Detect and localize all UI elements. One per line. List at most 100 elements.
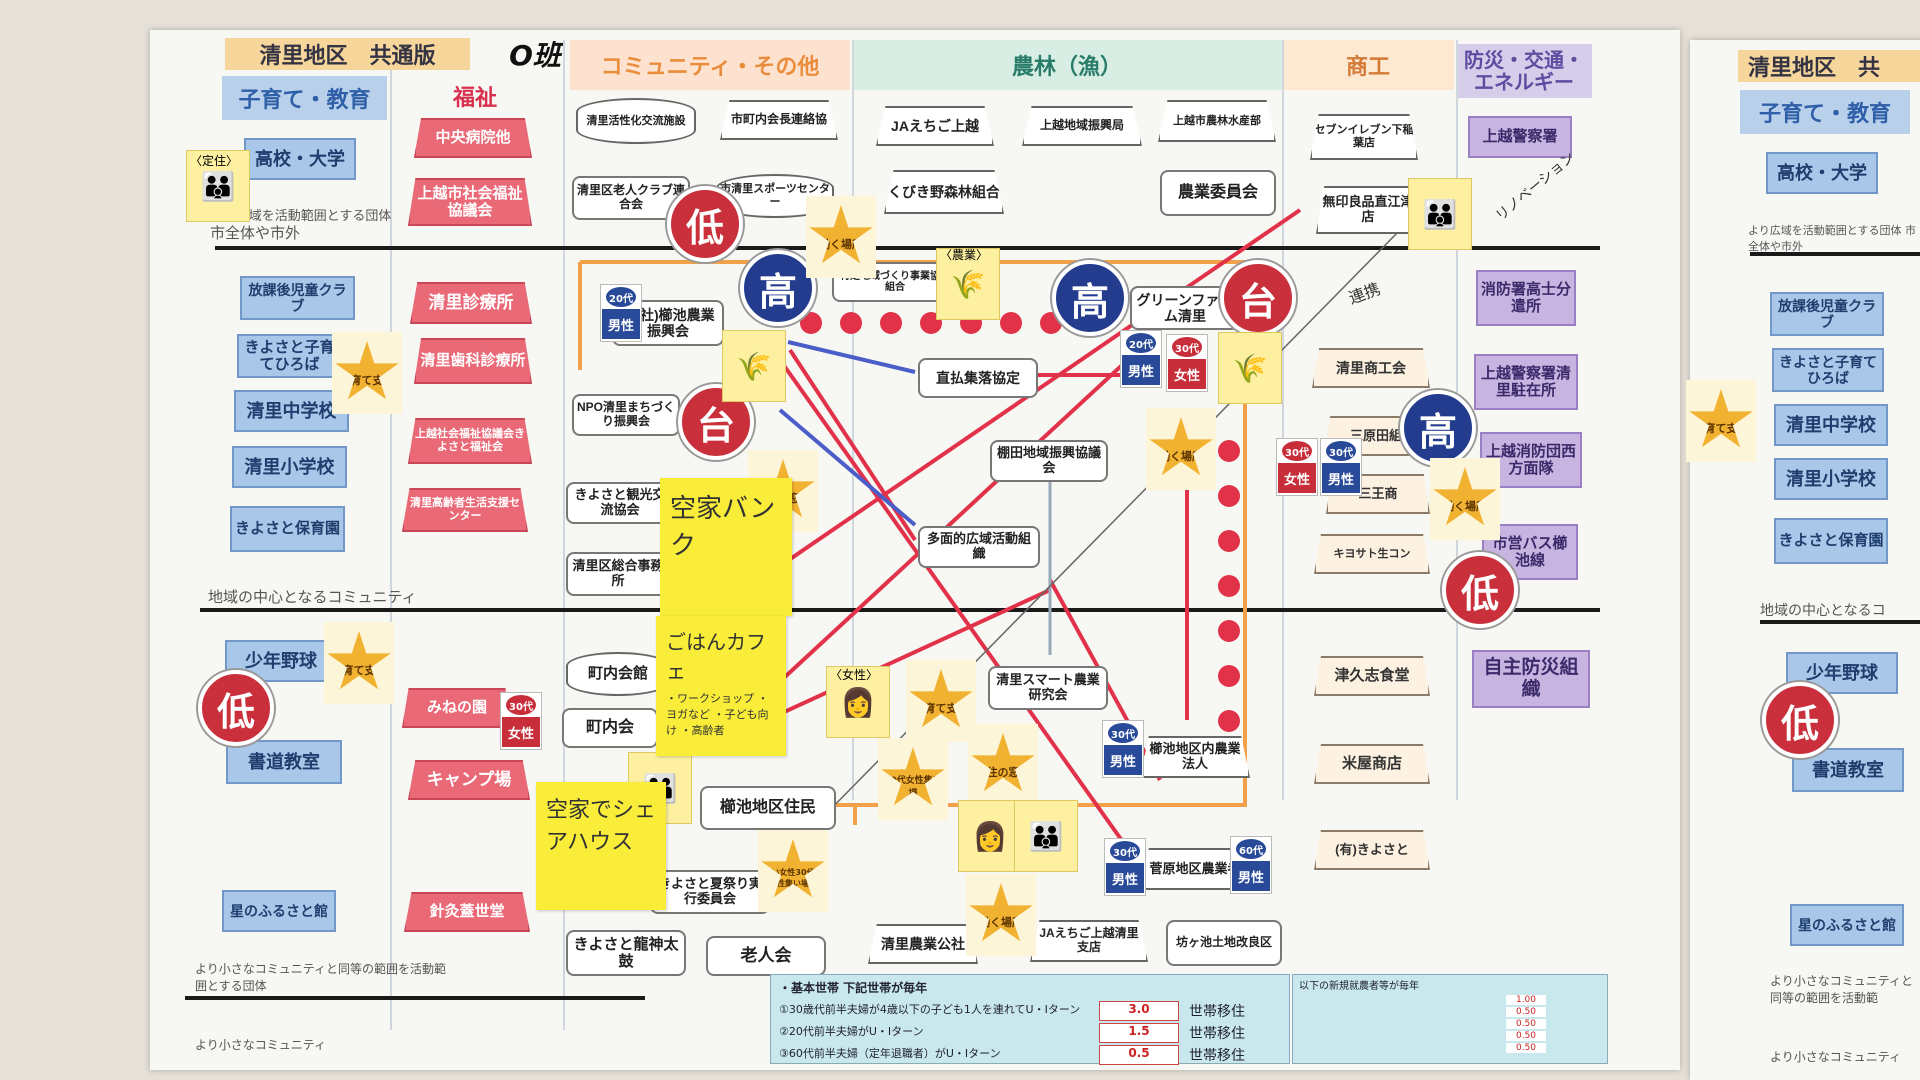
box-taiko: きよさと龍神太鼓 (566, 930, 686, 976)
box-tamenteki: 多面的広域活動組織 (918, 526, 1040, 568)
box-social-welfare: 上越市社会福祉協議会 (408, 178, 532, 226)
wheat-icon: 🌾 (1218, 332, 1282, 404)
star-icon: 定住の窓口 (971, 733, 1035, 792)
box-ja: JAえちご上越 (876, 106, 994, 146)
star-icon: 若い女性30代女性集い場 (761, 839, 825, 898)
tag-30s-female: 30代女性 (1276, 438, 1318, 496)
box-kiyosato-fukushi: 上越社会福祉協議会きよさと福祉会 (408, 418, 532, 464)
box-namacon: キヨサト生コン (1314, 534, 1430, 574)
box-sogo-jimusho: 清里区総合事務所 (566, 552, 670, 596)
card-teiju-label: 〈定住〉 (190, 154, 239, 168)
star-icon: 働く場所 (1433, 467, 1497, 526)
footer-left: ・基本世帯 下記世帯が毎年 ①30歳代前半夫婦が4歳以下の子ども1人を連れてU・… (770, 974, 1290, 1065)
label-smaller: より小さなコミュニティと同等の範囲を活動範 (1770, 974, 1914, 1005)
star-card: 働く場所 (1430, 458, 1500, 540)
people-icon: 👪 (186, 150, 250, 222)
box-norin-suisan: 上越市農林水産部 (1158, 100, 1276, 142)
box-kushiike-residents: 櫛池地区住民 (700, 786, 836, 830)
star-card: 働く場所 (1146, 408, 1216, 490)
tag-30s-male: 30代男性 (1320, 438, 1362, 496)
star-icon: 働く場所 (969, 883, 1033, 942)
box-high-school: 高校・大学 (244, 138, 356, 180)
note-gohan-cafe: ごはんカフェ ・ワークショップ ・ヨガなど ・子ども向け ・高齢者 (656, 616, 786, 756)
note-akiya-bank: 空家バンク (660, 478, 792, 616)
box-shinkoukyoku: 上越地域振興局 (1022, 106, 1142, 146)
box-junior-high: 清里中学校 (1774, 404, 1888, 446)
box-tsukushi: 津久志食堂 (1314, 656, 1430, 696)
circle-dai: 台 (1220, 260, 1296, 336)
star-icon: 子育て支援 (327, 631, 391, 690)
star-icon: 30代女性集い場 (881, 747, 945, 806)
tag-20s-male: 20代男性 (1120, 330, 1162, 388)
star-card: 子育て支援 (332, 332, 402, 414)
label-city-wide-sub: より広域を活動範囲とする団体 (210, 209, 392, 224)
box-kosodate-hiroba: きよさと子育てひろば (237, 334, 342, 378)
group-label: O班 (509, 39, 561, 72)
star-icon: 子育て支援 (335, 341, 399, 400)
box-police-kiyosato: 上越警察署清里駐在所 (1474, 354, 1578, 410)
box-chokai: 市町内会長連絡協 (720, 100, 838, 140)
box-nursery: きよさと保育園 (1774, 518, 1888, 564)
box-afterschool: 放課後児童クラブ (1770, 292, 1884, 336)
box-elderly-support: 清里高齢者生活支援センター (402, 488, 528, 532)
label-smaller: より小さなコミュニティと同等の範囲を活動範囲とする団体 (195, 962, 447, 993)
col-welfare: 福祉 (452, 86, 497, 111)
col-commerce: 商工 (1282, 40, 1454, 90)
box-elementary: 清里小学校 (232, 446, 347, 488)
box-afterschool: 放課後児童クラブ (240, 276, 355, 320)
box-calligraphy: 書道教室 (226, 740, 342, 784)
star-card: 子育て支援 (906, 660, 976, 742)
box-mine-no-en: みねの園 (402, 688, 512, 728)
circle-low: 低 (667, 186, 743, 262)
circle-low: 低 (1442, 552, 1518, 628)
box-chonaikai: 町内会 (562, 708, 658, 748)
box-junior-high: 清里中学校 (234, 390, 349, 432)
box-nursery: きよさと保育園 (230, 506, 345, 552)
star-icon: 子育て支援 (1689, 389, 1753, 448)
box-fire-brigade: 上越消防団西方面隊 (1480, 432, 1582, 488)
col-childcare: 子育て・教育 (222, 76, 387, 120)
people-icon: 👪 (1014, 800, 1078, 872)
tag-30s-male: 30代男性 (1104, 838, 1146, 896)
tag-60s-male: 60代男性 (1230, 836, 1272, 894)
tag-20s-male: 20代男性 (600, 284, 642, 342)
label-city-wide: より広域を活動範囲とする団体 市全体や市外 (1748, 224, 1916, 253)
box-tanada: 棚田地域振興協議会 (990, 440, 1108, 482)
people-icon: 👪 (1408, 178, 1472, 250)
box-nogyo-kosha: 清里農業公社 (868, 924, 978, 964)
box-elementary: 清里小学校 (1774, 458, 1888, 500)
box-nogyo-hojin: 櫛池地区内農業法人 (1140, 736, 1250, 778)
star-icon: 働く場所 (809, 205, 873, 264)
box-chonai-kaikan: 町内会館 (566, 652, 670, 696)
star-icon: 子育て支援 (909, 669, 973, 728)
card-nogyo-label: 〈農業〉 (940, 248, 989, 262)
box-kiyosato-co: (有)きよさと (1314, 830, 1430, 870)
star-card: 定住の窓口 (968, 724, 1038, 806)
box-clinic: 清里診療所 (410, 282, 532, 324)
box-green-farm: グリーンファーム清里 (1130, 286, 1240, 330)
col-disaster: 防災・交通・エネルギー (1456, 44, 1592, 98)
label-center: 地域の中心となるコ (1760, 603, 1886, 619)
box-hoshi-no-furusato: 星のふるさと館 (222, 890, 336, 932)
col-community: コミュニティ・その他 (570, 40, 850, 90)
box-npo-machizukuri: NPO清里まちづくり振興会 (572, 394, 680, 436)
box-acupuncture: 針灸蓋世堂 (404, 892, 530, 932)
label-city-wide: 市全体や市外 (210, 224, 301, 242)
wheat-icon: 🌾 (936, 248, 1000, 320)
tag-30s-female: 30代女性 (500, 692, 542, 750)
star-card: 若い女性30代女性集い場 (758, 830, 828, 912)
box-komeya: 米屋商店 (1314, 744, 1430, 784)
note-share-house: 空家でシェアハウス (536, 782, 666, 910)
box-seven-eleven: セブンイレブン下稲葉店 (1310, 114, 1418, 160)
circle-high: 高 (1052, 260, 1128, 336)
label-smaller2: より小さなコミュニティ (195, 1038, 327, 1052)
box-bogaike: 坊ヶ池土地改良区 (1166, 920, 1282, 966)
woman-icon: 👩 (958, 800, 1022, 872)
box-chokubarai: 直払集落協定 (918, 358, 1038, 398)
box-kanko: きよさと観光交流協会 (566, 482, 674, 524)
card-josei-label: 〈女性〉 (830, 668, 879, 682)
poster-2-col: 子育て・教育 (1740, 90, 1910, 134)
box-jishu-bosai: 自主防災組織 (1472, 650, 1590, 708)
box-police: 上越警察署 (1468, 116, 1572, 158)
circle-low: 低 (198, 670, 274, 746)
